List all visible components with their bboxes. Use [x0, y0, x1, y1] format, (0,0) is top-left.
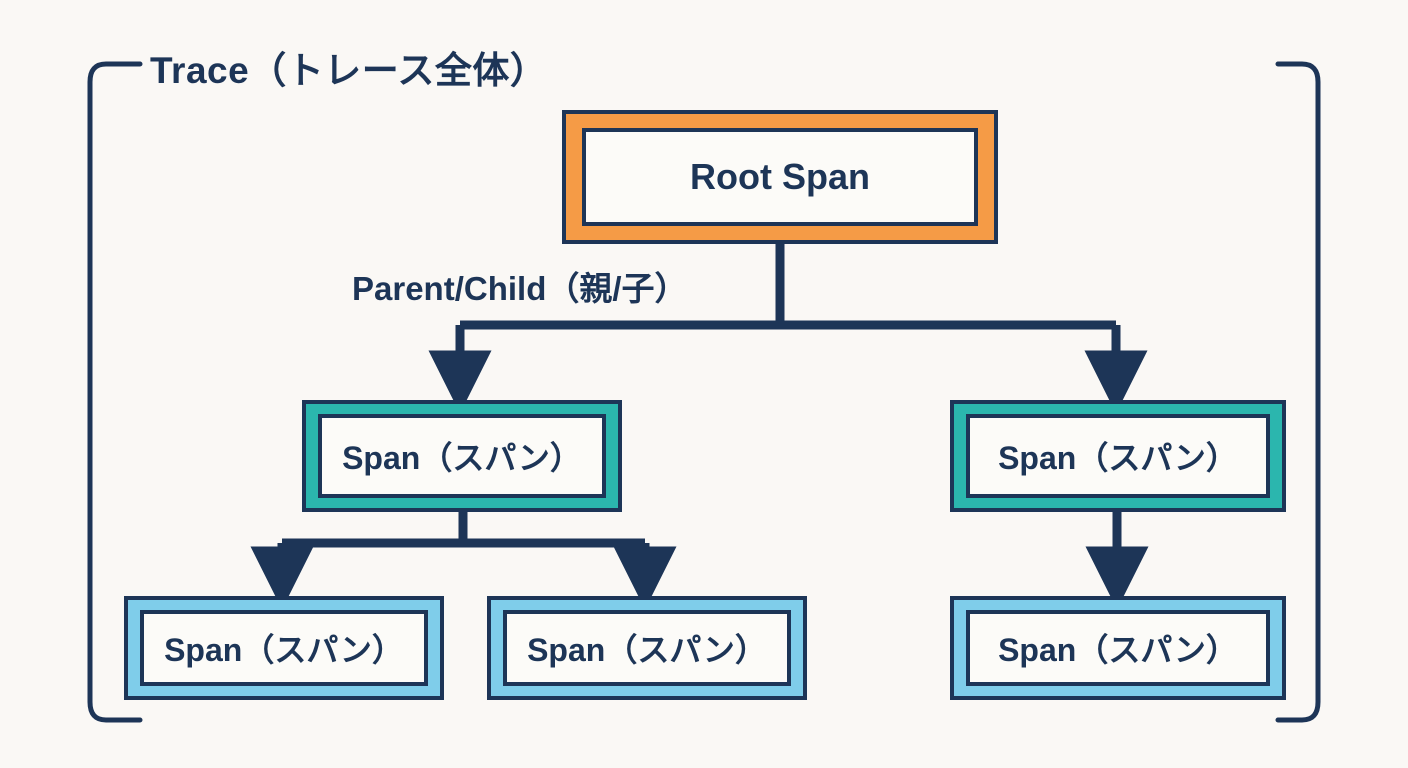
node-leaf-center-span[interactable]: Span（スパン） [487, 596, 807, 700]
node-root-span-label: Root Span [690, 156, 870, 197]
node-leaf-left-span-label: Span（スパン） [164, 632, 404, 668]
node-leaf-center-span-label: Span（スパン） [527, 632, 767, 668]
node-leaf-right-span[interactable]: Span（スパン） [950, 596, 1286, 700]
node-leaf-right-span-label: Span（スパン） [998, 632, 1238, 668]
node-leaf-center-span-plate: Span（スパン） [503, 610, 791, 686]
node-leaf-left-span-plate: Span（スパン） [140, 610, 428, 686]
node-mid-left-span[interactable]: Span（スパン） [302, 400, 622, 512]
node-leaf-left-span[interactable]: Span（スパン） [124, 596, 444, 700]
node-root-span[interactable]: Root Span [562, 110, 998, 244]
trace-title: Trace（トレース全体） [150, 50, 548, 91]
node-mid-left-span-label: Span（スパン） [342, 440, 582, 476]
edge-label-parent-child: Parent/Child（親/子） [352, 270, 688, 307]
node-mid-right-span[interactable]: Span（スパン） [950, 400, 1286, 512]
node-mid-left-span-plate: Span（スパン） [318, 414, 606, 498]
node-mid-right-span-label: Span（スパン） [998, 440, 1238, 476]
node-mid-right-span-plate: Span（スパン） [966, 414, 1270, 498]
node-leaf-right-span-plate: Span（スパン） [966, 610, 1270, 686]
node-root-span-plate: Root Span [582, 128, 978, 226]
